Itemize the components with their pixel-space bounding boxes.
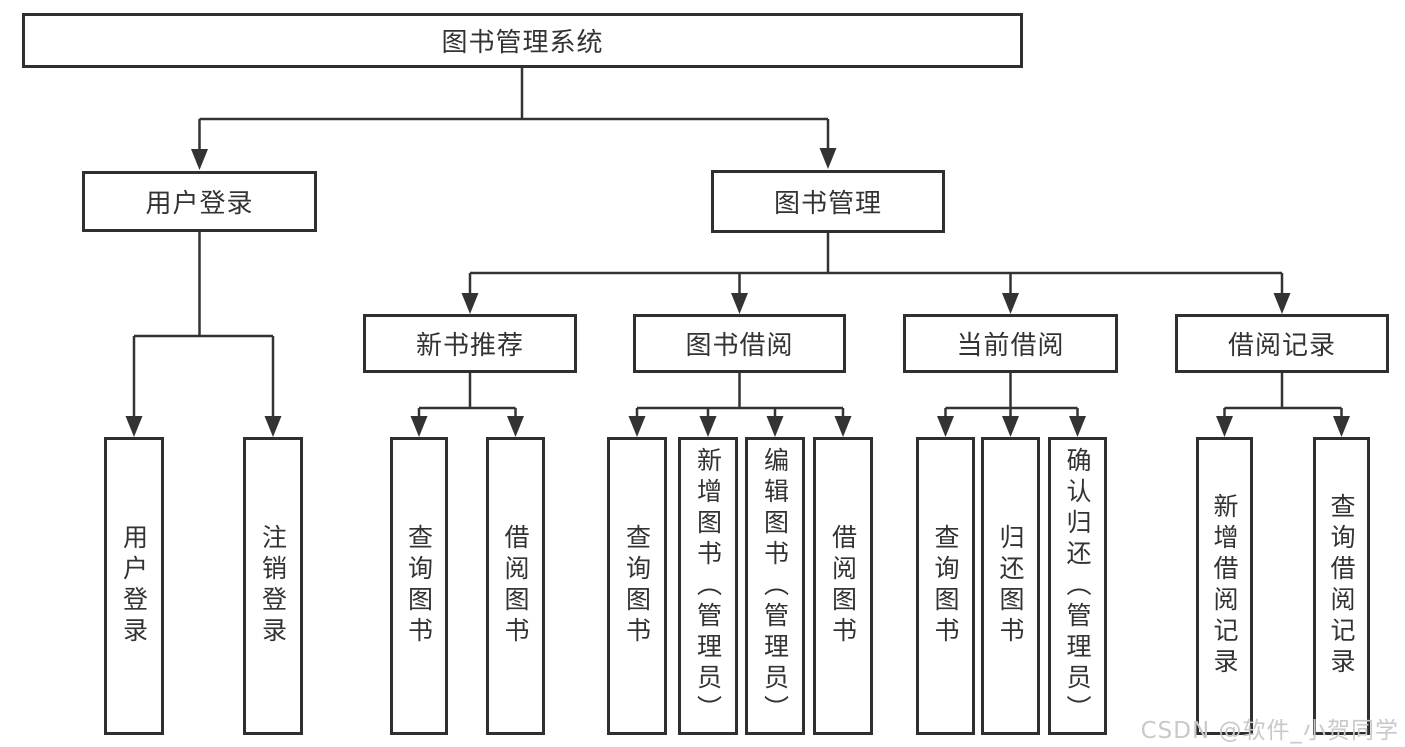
node-label: 新增借阅记录 bbox=[1210, 493, 1239, 679]
leaf-query-borrowing-record: 查询借阅记录 bbox=[1313, 437, 1370, 735]
node-label: 图书借阅 bbox=[685, 331, 794, 361]
leaf-borrow-books-recommendation: 借阅图书 bbox=[486, 437, 545, 735]
leaf-add-borrowing-record: 新增借阅记录 bbox=[1196, 437, 1253, 735]
node-label: 查询图书 bbox=[404, 524, 434, 648]
leaf-add-books-admin: 新增图书（管理员） bbox=[678, 437, 738, 735]
node-label: 归还图书 bbox=[996, 524, 1025, 648]
node-label: 确认归还（管理员） bbox=[1063, 446, 1092, 726]
node-label: 用户登录 bbox=[119, 524, 149, 648]
connector-root-to-level2 bbox=[198, 68, 830, 150]
node-label: 用户登录 bbox=[145, 189, 254, 219]
node-borrowing-records: 借阅记录 bbox=[1175, 314, 1389, 373]
leaf-logout: 注销登录 bbox=[243, 437, 303, 735]
connector-borrowrecord-to-leaves bbox=[1223, 373, 1343, 419]
node-current-borrowing: 当前借阅 bbox=[903, 314, 1118, 373]
connector-currentborrow-to-leaves bbox=[944, 373, 1079, 419]
node-user-login: 用户登录 bbox=[82, 171, 317, 232]
leaf-confirm-return-admin: 确认归还（管理员） bbox=[1048, 437, 1107, 735]
leaf-user-login: 用户登录 bbox=[104, 437, 164, 735]
connector-userlogin-to-leaves bbox=[132, 232, 275, 419]
connector-newbookrec-to-leaves bbox=[417, 373, 517, 419]
connector-bookmgmt-to-level3 bbox=[468, 233, 1284, 296]
csdn-watermark: CSDN @软件_小贺同学 bbox=[1140, 718, 1399, 744]
leaf-edit-books-admin: 编辑图书（管理员） bbox=[745, 437, 805, 735]
leaf-query-books-borrowing: 查询图书 bbox=[607, 437, 667, 735]
node-label: 图书管理 bbox=[773, 189, 882, 219]
node-label: 当前借阅 bbox=[956, 331, 1065, 361]
node-label: 查询图书 bbox=[622, 524, 652, 648]
node-book-borrowing: 图书借阅 bbox=[633, 314, 846, 373]
node-label: 编辑图书（管理员） bbox=[760, 446, 790, 726]
node-label: 新增图书（管理员） bbox=[693, 446, 723, 726]
node-book-management: 图书管理 bbox=[711, 170, 945, 233]
node-label: 新书推荐 bbox=[415, 331, 524, 361]
node-new-book-recommendation: 新书推荐 bbox=[363, 314, 577, 373]
node-label: 查询借阅记录 bbox=[1327, 493, 1356, 679]
leaf-borrow-books-borrowing: 借阅图书 bbox=[813, 437, 873, 735]
node-label: 图书管理系统 bbox=[441, 28, 604, 58]
node-label: 借阅图书 bbox=[828, 524, 858, 648]
leaf-query-books-recommendation: 查询图书 bbox=[390, 437, 448, 735]
node-label: 注销登录 bbox=[258, 524, 288, 648]
node-label: 查询图书 bbox=[931, 524, 960, 648]
node-label: 借阅图书 bbox=[501, 524, 530, 648]
leaf-return-books: 归还图书 bbox=[981, 437, 1040, 735]
leaf-query-books-current: 查询图书 bbox=[916, 437, 975, 735]
connector-bookborrow-to-leaves bbox=[635, 373, 845, 419]
node-library-management-system: 图书管理系统 bbox=[22, 13, 1023, 68]
node-label: 借阅记录 bbox=[1227, 331, 1336, 361]
